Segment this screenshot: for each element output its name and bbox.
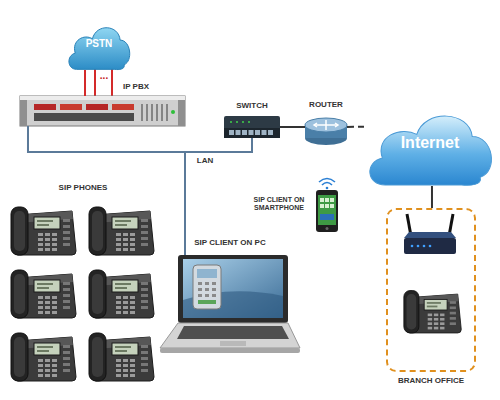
ip-phone <box>11 207 76 255</box>
server-ear <box>20 100 27 126</box>
node-label: SIP CLIENT ON SMARTPHONE <box>246 196 312 212</box>
laptop-touchpad <box>220 341 246 346</box>
smartphone-device <box>316 190 338 232</box>
router-leds <box>411 245 432 248</box>
branch-office: BRANCH OFFICE <box>386 208 476 372</box>
ip-phone <box>89 333 154 381</box>
pstn-cloud: PSTN <box>66 18 132 70</box>
phone-body <box>316 190 338 232</box>
node-label: IP PBX <box>104 82 168 91</box>
laptop-base <box>160 323 300 348</box>
wifi-symbol <box>319 179 335 190</box>
router-top <box>404 232 456 238</box>
node-label: SWITCH <box>218 101 286 110</box>
server-top <box>20 96 185 100</box>
network-switch: SWITCH <box>224 116 280 138</box>
wireless-router <box>404 214 456 254</box>
router-device <box>305 118 347 145</box>
drive-bay <box>60 104 82 110</box>
network-link <box>280 126 305 128</box>
router: ROUTER <box>305 115 347 145</box>
network-link <box>347 126 364 128</box>
trunk-line <box>111 69 113 96</box>
switch-front <box>224 128 280 138</box>
trunk-line <box>94 69 96 96</box>
sip-phones-group: SIP PHONES <box>10 198 156 386</box>
drive-bay <box>112 104 134 110</box>
link-label: LAN <box>190 156 220 165</box>
network-link <box>84 70 86 96</box>
laptop-screen <box>183 259 283 318</box>
laptop-edge <box>160 348 300 353</box>
drive-bay <box>86 104 108 110</box>
softphone-window <box>193 265 221 309</box>
network-link <box>431 186 433 208</box>
node-label: PSTN <box>66 38 132 50</box>
trunk-ellipsis: ... <box>96 70 112 82</box>
network-link <box>28 126 185 255</box>
server-ear <box>178 100 185 126</box>
softphone-keys <box>198 282 216 304</box>
drive-bay <box>34 104 56 110</box>
laptop-device <box>160 255 300 353</box>
ip-phone <box>89 207 154 255</box>
switch-body <box>224 116 280 138</box>
ip-phone <box>404 291 461 333</box>
server-vents <box>142 104 167 121</box>
server-chassis <box>20 96 185 126</box>
drive-slot <box>34 113 134 121</box>
power-led <box>171 110 175 114</box>
node-label: Internet <box>364 134 496 152</box>
ip-phone <box>11 270 76 318</box>
smartphone-client: SIP CLIENT ON SMARTPHONE <box>316 190 338 232</box>
switch-ports <box>229 130 273 135</box>
node-label: SIP PHONES <box>40 183 126 192</box>
internet-cloud: Internet <box>364 100 496 186</box>
pc-client: SIP CLIENT ON PC <box>160 255 300 355</box>
phone-icons <box>320 198 334 220</box>
node-label: ROUTER <box>293 100 359 109</box>
node-label: BRANCH OFFICE <box>376 376 486 385</box>
softphone-display <box>197 269 217 278</box>
trunk-lines <box>95 69 112 96</box>
switch-device <box>224 116 280 138</box>
laptop-keyboard <box>177 326 289 339</box>
ip-pbx-server: IP PBX <box>20 96 185 126</box>
ip-phone <box>89 270 154 318</box>
network-link <box>28 126 252 152</box>
switch-leds <box>230 121 250 123</box>
phone-screen <box>318 195 336 225</box>
laptop-lid <box>178 255 288 323</box>
ip-phone <box>11 333 76 381</box>
router-arrows <box>314 120 338 130</box>
router-top <box>305 118 347 132</box>
pbx-server <box>20 96 185 126</box>
phone-button <box>326 227 329 230</box>
router-body <box>404 238 456 254</box>
node-label: SIP CLIENT ON PC <box>178 238 282 247</box>
